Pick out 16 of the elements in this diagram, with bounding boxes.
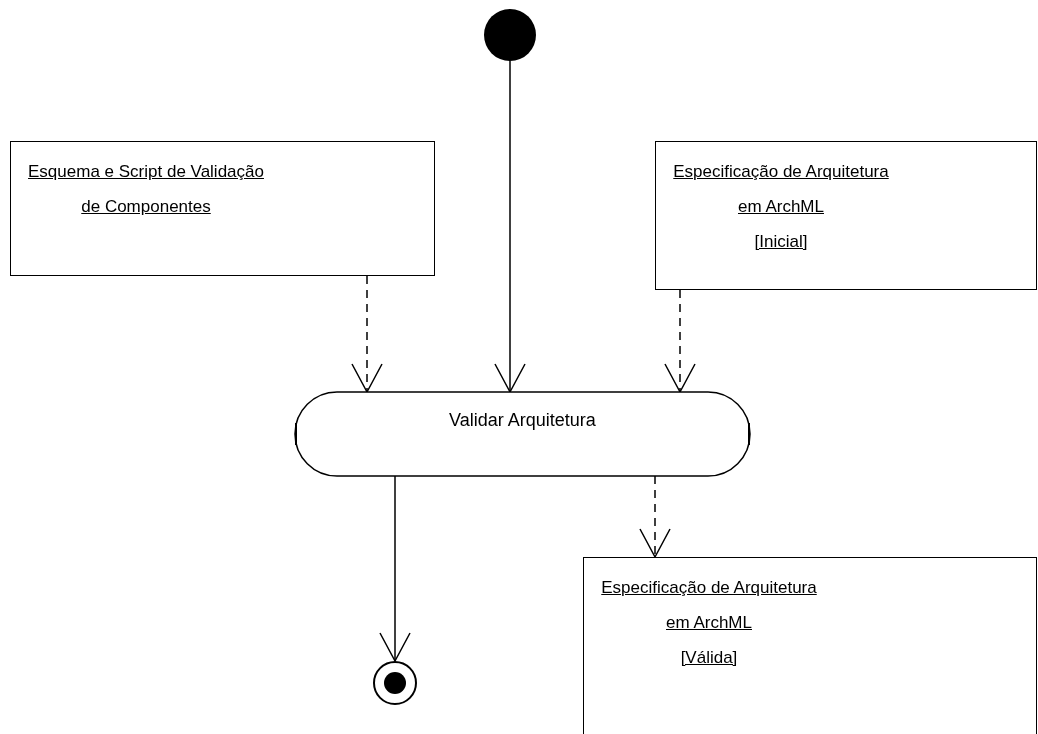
object-name: Especificação de Arquitetura em ArchML	[600, 577, 818, 634]
object-box	[583, 557, 1037, 734]
arrow	[494, 60, 526, 393]
arrow	[379, 475, 411, 662]
action-label: Validar Arquitetura	[449, 410, 596, 431]
object-name: Esquema e Script de Validação de Componentes	[27, 161, 265, 218]
object-name: Especificação de Arquitetura em ArchML	[672, 161, 890, 218]
final-node	[373, 661, 417, 705]
initial-node	[484, 9, 536, 61]
object-state: [Válida]	[679, 647, 739, 669]
arrow	[664, 289, 696, 393]
object-box	[655, 141, 1037, 290]
arrow	[351, 275, 383, 393]
object-state: [Inicial]	[753, 231, 809, 253]
object-box	[10, 141, 435, 276]
arrow	[639, 475, 671, 558]
